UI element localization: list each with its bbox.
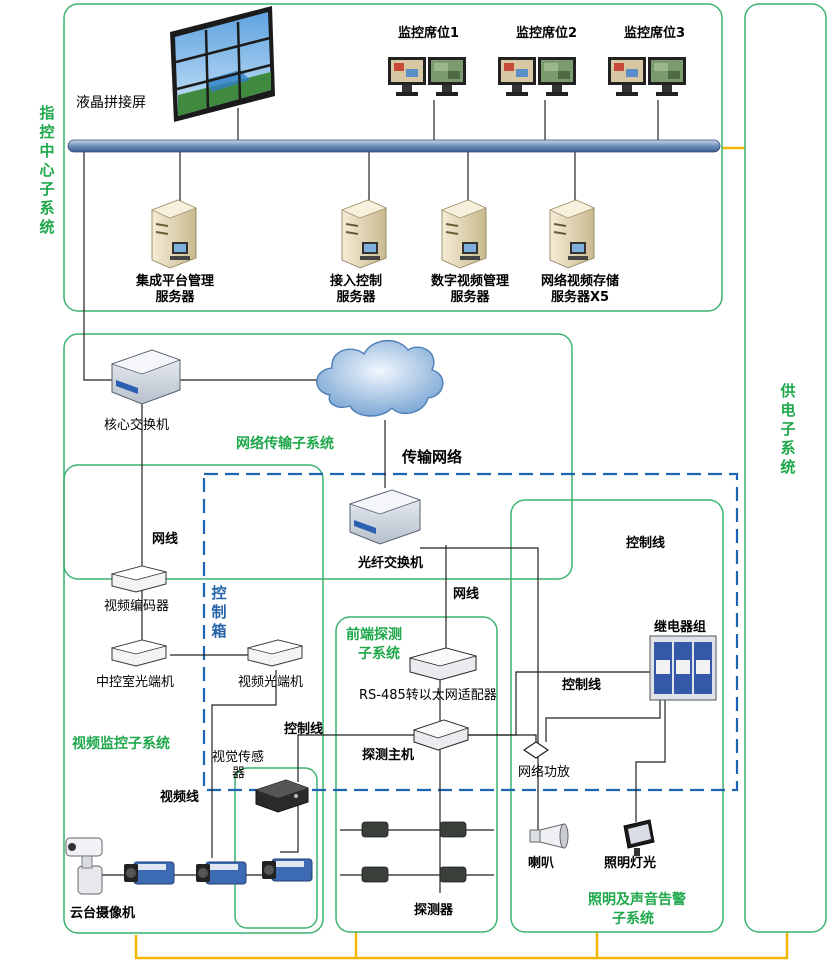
frontend-network-cable-label: 网线 bbox=[453, 587, 480, 602]
video-management-server-label-1: 数字视频管理 bbox=[430, 274, 509, 289]
monitor-station-1-icon bbox=[388, 57, 466, 96]
video-management-server-icon bbox=[441, 199, 487, 269]
lighting-label: 照明灯光 bbox=[604, 856, 657, 871]
frontend-subsystem-label-2: 子系统 bbox=[358, 646, 400, 662]
central-optical-terminal-label: 中控室光端机 bbox=[96, 675, 175, 690]
central-optical-terminal-icon bbox=[110, 639, 168, 667]
floodlight-icon bbox=[623, 819, 655, 856]
power-subsystem-label: 供电子系统 bbox=[780, 382, 796, 476]
transport-network-label: 传输网络 bbox=[402, 448, 463, 466]
fiber-switch-icon bbox=[348, 489, 422, 545]
fiber-switch-label: 光纤交换机 bbox=[358, 556, 424, 571]
sensor-control-cable-label: 控制线 bbox=[284, 722, 324, 737]
monitor-station-3-label: 监控席位3 bbox=[624, 26, 686, 41]
lighting-subsystem-label-1: 照明及声音告警 bbox=[588, 892, 686, 908]
sensor-inner-border bbox=[234, 767, 318, 929]
video-storage-server-icon bbox=[549, 199, 595, 269]
video-management-server-label-2: 服务器 bbox=[450, 290, 490, 305]
control-box-label: 控制箱 bbox=[211, 584, 227, 640]
connections bbox=[83, 100, 666, 893]
speaker-label: 喇叭 bbox=[528, 856, 555, 871]
network-cloud-icon bbox=[316, 340, 444, 417]
detector-label: 探测器 bbox=[414, 903, 454, 918]
rs485-adapter-label: RS-485转以太网适配器 bbox=[359, 688, 497, 703]
video-optical-terminal-icon bbox=[246, 639, 304, 667]
lighting-subsystem-label-2: 子系统 bbox=[612, 911, 654, 927]
access-control-server-icon bbox=[341, 199, 387, 269]
video-storage-server-label-1: 网络视频存储 bbox=[540, 274, 619, 289]
network-amplifier-label: 网络功放 bbox=[518, 765, 571, 780]
monitor-station-2-icon bbox=[498, 57, 576, 96]
video-cable-label: 视频线 bbox=[160, 790, 200, 805]
access-control-server-label-2: 服务器 bbox=[336, 290, 376, 305]
visual-sensor-label-1: 视觉传感 bbox=[212, 750, 265, 765]
power-lines bbox=[134, 146, 789, 960]
integration-server-icon bbox=[151, 199, 197, 269]
detector-icons bbox=[361, 821, 467, 883]
visual-sensor-label-2: 器 bbox=[232, 766, 246, 781]
access-control-server-label-1: 接入控制 bbox=[329, 274, 382, 289]
ptz-camera-icon bbox=[65, 837, 103, 895]
video-encoder-label: 视频编码器 bbox=[104, 599, 170, 614]
command-center-border bbox=[63, 3, 723, 312]
lighting-border bbox=[510, 499, 724, 933]
video-network-cable-label: 网线 bbox=[152, 532, 179, 547]
lighting-control-cable-top-label: 控制线 bbox=[626, 536, 666, 551]
network-subsystem-label: 网络传输子系统 bbox=[236, 436, 334, 452]
subsystem-borders bbox=[63, 3, 827, 934]
power-border bbox=[744, 3, 827, 933]
speaker-icon bbox=[529, 823, 569, 849]
network-amplifier-icon bbox=[522, 741, 550, 759]
video-encoder-icon bbox=[110, 565, 168, 593]
box-camera-1-icon bbox=[124, 861, 175, 885]
monitor-station-3-icon bbox=[608, 57, 686, 96]
detection-host-icon bbox=[412, 719, 470, 751]
monitor-station-1-label: 监控席位1 bbox=[398, 26, 460, 41]
core-switch-icon bbox=[110, 349, 182, 405]
relay-group-label: 继电器组 bbox=[654, 620, 707, 635]
box-camera-3-icon bbox=[262, 858, 313, 882]
video-optical-terminal-label: 视频光端机 bbox=[238, 675, 304, 690]
detection-host-label: 探测主机 bbox=[362, 748, 415, 763]
video-subsystem-label: 视频监控子系统 bbox=[72, 736, 170, 752]
relay-group-icon bbox=[649, 635, 717, 701]
control-box-border bbox=[202, 472, 739, 792]
box-camera-2-icon bbox=[196, 861, 247, 885]
integration-server-label-1: 集成平台管理 bbox=[135, 274, 214, 289]
lighting-control-cable-mid-label: 控制线 bbox=[562, 678, 602, 693]
network-border bbox=[63, 333, 573, 580]
video-wall-label: 液晶拼接屏 bbox=[76, 95, 146, 111]
video-storage-server-label-2: 服务器X5 bbox=[550, 290, 610, 305]
frontend-border bbox=[335, 616, 498, 933]
video-wall-icon bbox=[170, 6, 275, 122]
backbone-bus bbox=[67, 139, 721, 153]
integration-server-label-2: 服务器 bbox=[155, 290, 195, 305]
video-border bbox=[63, 464, 324, 934]
monitor-station-2-label: 监控席位2 bbox=[516, 26, 578, 41]
core-switch-label: 核心交换机 bbox=[104, 418, 170, 433]
visual-sensor-icon bbox=[255, 779, 309, 813]
frontend-subsystem-label-1: 前端探测 bbox=[346, 627, 402, 643]
rs485-adapter-icon bbox=[408, 647, 478, 681]
command-center-subsystem-label: 指控中心子系统 bbox=[39, 104, 55, 236]
ptz-camera-label: 云台摄像机 bbox=[70, 906, 136, 921]
